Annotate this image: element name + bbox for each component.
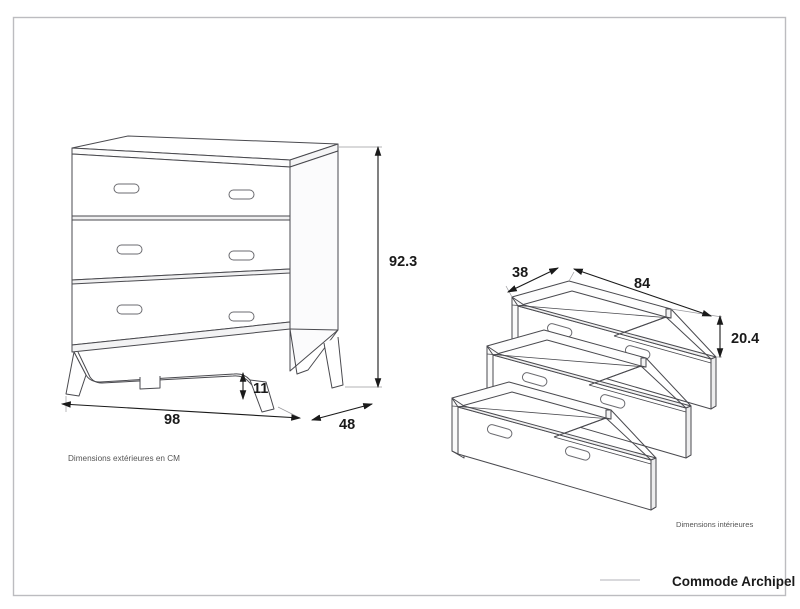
exterior-dresser-view — [65, 135, 344, 413]
dimension-depth-48: 48 — [310, 403, 374, 433]
interior-dimensions: 38 84 20.4 — [505, 265, 759, 359]
dimension-inner-width-84: 84 — [572, 268, 713, 317]
dresser-base-apron — [65, 328, 344, 413]
dimension-inner-width-label: 84 — [634, 276, 650, 292]
dimension-height-label: 92.3 — [389, 254, 417, 270]
interior-view-caption: Dimensions intérieures — [676, 520, 753, 529]
exterior-dimensions: 92.3 98 48 11 — [60, 145, 417, 433]
dimension-inner-height-label: 20.4 — [731, 331, 759, 347]
dimension-leg-clearance-11: 11 — [239, 371, 268, 401]
dimension-inner-depth-38: 38 — [507, 265, 559, 293]
product-title: Commode Archipel — [672, 574, 795, 589]
dimension-leg-clearance-label: 11 — [253, 381, 268, 397]
interior-drawer-bottom[interactable] — [451, 381, 657, 511]
interior-drawers-view — [451, 280, 717, 511]
dimension-depth-label: 48 — [339, 417, 355, 433]
dimension-inner-depth-label: 38 — [512, 265, 528, 281]
dimension-height-92-3: 92.3 — [374, 145, 417, 389]
dimension-inner-height-20-4: 20.4 — [716, 314, 759, 359]
dresser-drawer-front-3[interactable] — [71, 268, 291, 346]
dimension-width-98: 98 — [60, 401, 302, 428]
exterior-view-caption: Dimensions extérieures en CM — [68, 454, 180, 463]
dimension-width-label: 98 — [164, 412, 180, 428]
title-block: Commode Archipel — [600, 574, 795, 589]
